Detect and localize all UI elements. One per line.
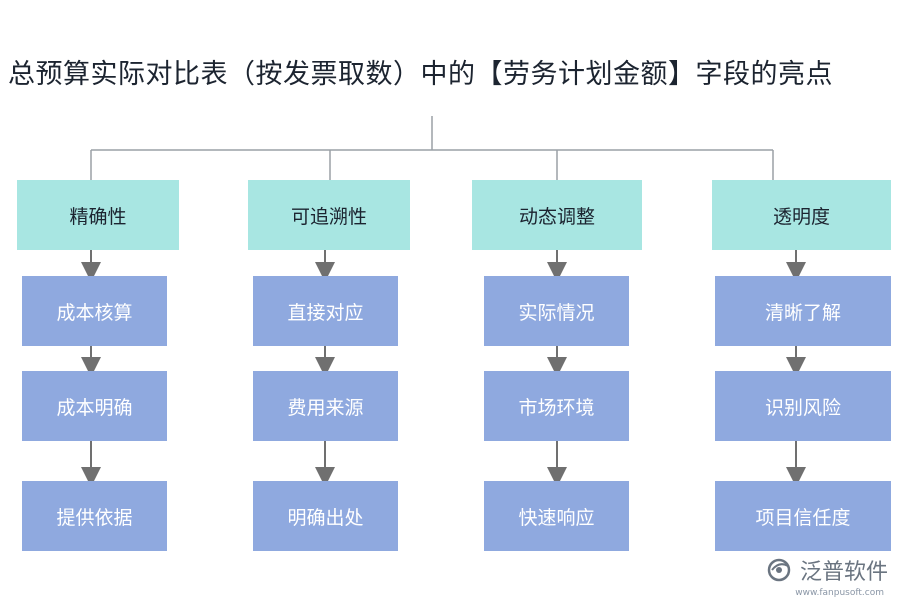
item-market-env: 市场环境 [484,371,629,441]
header-dynamic-adjust: 动态调整 [472,180,642,250]
brand-name: 泛普软件 [799,560,888,585]
diagram-title: 总预算实际对比表（按发票取数）中的【劳务计划金额】字段的亮点 [8,59,833,90]
brand-watermark: 泛普软件 [766,554,888,586]
fanpu-logo-icon [767,558,791,582]
item-provide-basis: 提供依据 [22,481,167,551]
item-clear-origin: 明确出处 [253,481,398,551]
header-accuracy: 精确性 [17,180,179,250]
item-cost-clear: 成本明确 [22,371,167,441]
item-quick-response: 快速响应 [484,481,629,551]
item-direct-match: 直接对应 [253,276,398,346]
item-clear-understanding: 清晰了解 [715,276,891,346]
brand-url: www.fanpusoft.com [795,588,884,598]
header-transparency: 透明度 [712,180,891,250]
item-project-trust: 项目信任度 [715,481,891,551]
item-cost-accounting: 成本核算 [22,276,167,346]
header-traceability: 可追溯性 [248,180,410,250]
item-expense-source: 费用来源 [253,371,398,441]
item-actual-situation: 实际情况 [484,276,629,346]
item-identify-risk: 识别风险 [715,371,891,441]
